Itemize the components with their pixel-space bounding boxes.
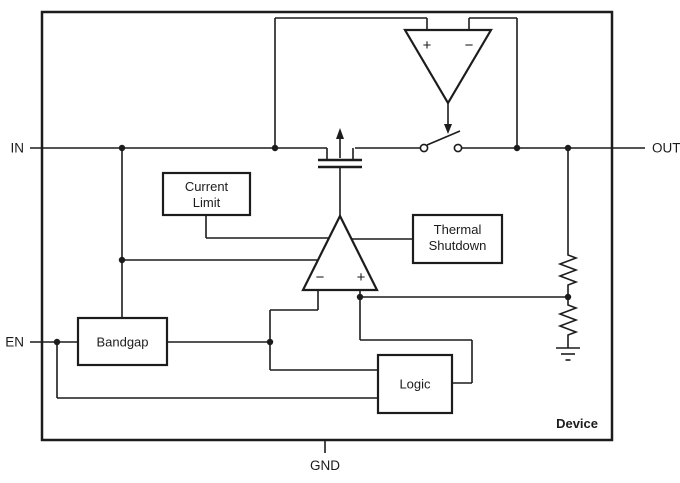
top-comparator: + − [403,28,493,134]
current-limit-box [161,171,252,217]
resistor-bottom [557,303,579,337]
switch-contact-left [419,143,429,153]
pin-label-in: IN [11,141,25,156]
junction-dot [53,338,61,346]
junction-dot [564,293,572,301]
error-amp-minus-sign: − [316,269,325,286]
thermal-shutdown-label-2: Shutdown [429,238,487,253]
switch-lever [426,130,461,146]
current-limit-label-1: Current [185,179,229,194]
fet-arrow-head [336,128,344,139]
device-label: Device [556,416,598,431]
pin-label-en: EN [5,335,24,350]
comparator-output-arrow-head [444,124,452,134]
logic-label: Logic [399,377,431,392]
junction-dot [271,144,279,152]
junction-dot [118,144,126,152]
comparator-plus-sign: + [423,37,432,54]
wires [30,17,645,453]
bandgap-label: Bandgap [96,335,148,350]
thermal-shutdown-label-1: Thermal [434,222,482,237]
error-amp-plus-sign: + [357,269,366,286]
bandgap-box [76,316,169,367]
current-limit-block: Current Limit [161,171,252,217]
output-switch [419,130,463,153]
pin-label-out: OUT [652,141,680,156]
junction-dot [356,293,364,301]
junction-dot [118,256,126,264]
junction-dot [266,338,274,346]
comparator-minus-sign: − [465,37,474,54]
switch-contact-right [453,143,463,153]
feedback-divider [556,253,580,361]
device-boundary [40,10,614,442]
thermal-shutdown-block: Thermal Shutdown [411,213,504,265]
junction-dot [564,144,572,152]
comparator-triangle [403,28,493,106]
thermal-shutdown-box [411,213,504,265]
pin-label-gnd: GND [310,458,340,473]
resistor-top [557,253,579,287]
error-amplifier: − + [301,213,379,292]
junction-dot [513,144,521,152]
junction-dots [53,144,572,346]
error-amp-triangle [301,213,379,292]
current-limit-label-2: Limit [193,195,221,210]
logic-box [376,353,454,415]
logic-block: Logic [376,353,454,415]
bandgap-block: Bandgap [76,316,169,367]
pass-transistor [318,128,362,169]
